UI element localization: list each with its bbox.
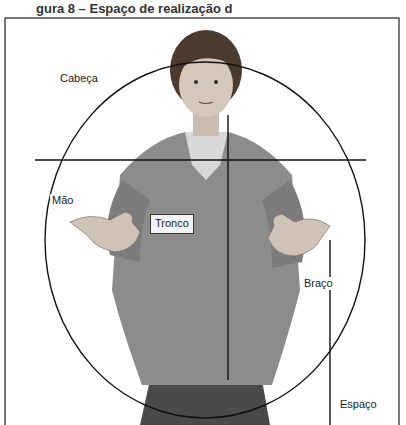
head-label: Cabeça [58,72,100,85]
left-hand [70,212,140,252]
region-label: Tronco [155,217,189,230]
arm-label: Braço [302,277,335,290]
signing-space-ellipse [45,62,365,418]
trunk-line [227,115,228,380]
figure-caption: gura 8 – Espaço de realização d [36,1,233,17]
region-box: Tronco [150,214,194,234]
fringe [174,45,236,72]
collar [185,132,228,180]
right-hand [268,214,330,256]
photo-frame [5,18,399,425]
hand-label: Mão [50,194,75,207]
eye [214,80,218,84]
mouth [199,102,213,104]
jacket [112,132,300,385]
eye [194,80,198,84]
space-line [329,240,330,425]
space-label: Espaço [338,398,379,411]
head-line [35,159,366,160]
